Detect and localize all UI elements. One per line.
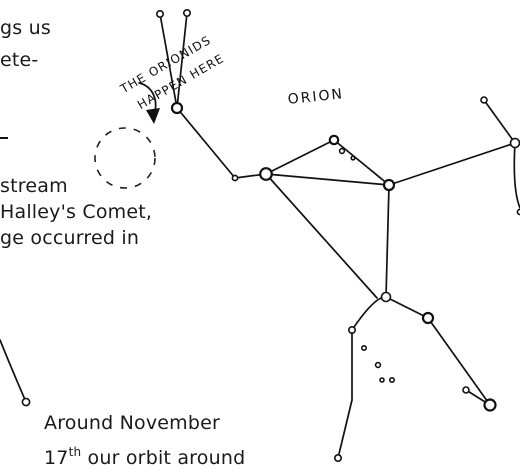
radiant-dashed-circle xyxy=(95,128,155,188)
constellation-stars xyxy=(22,10,520,461)
constellation-lines xyxy=(0,13,520,458)
annotation-arrow-head xyxy=(146,108,160,124)
